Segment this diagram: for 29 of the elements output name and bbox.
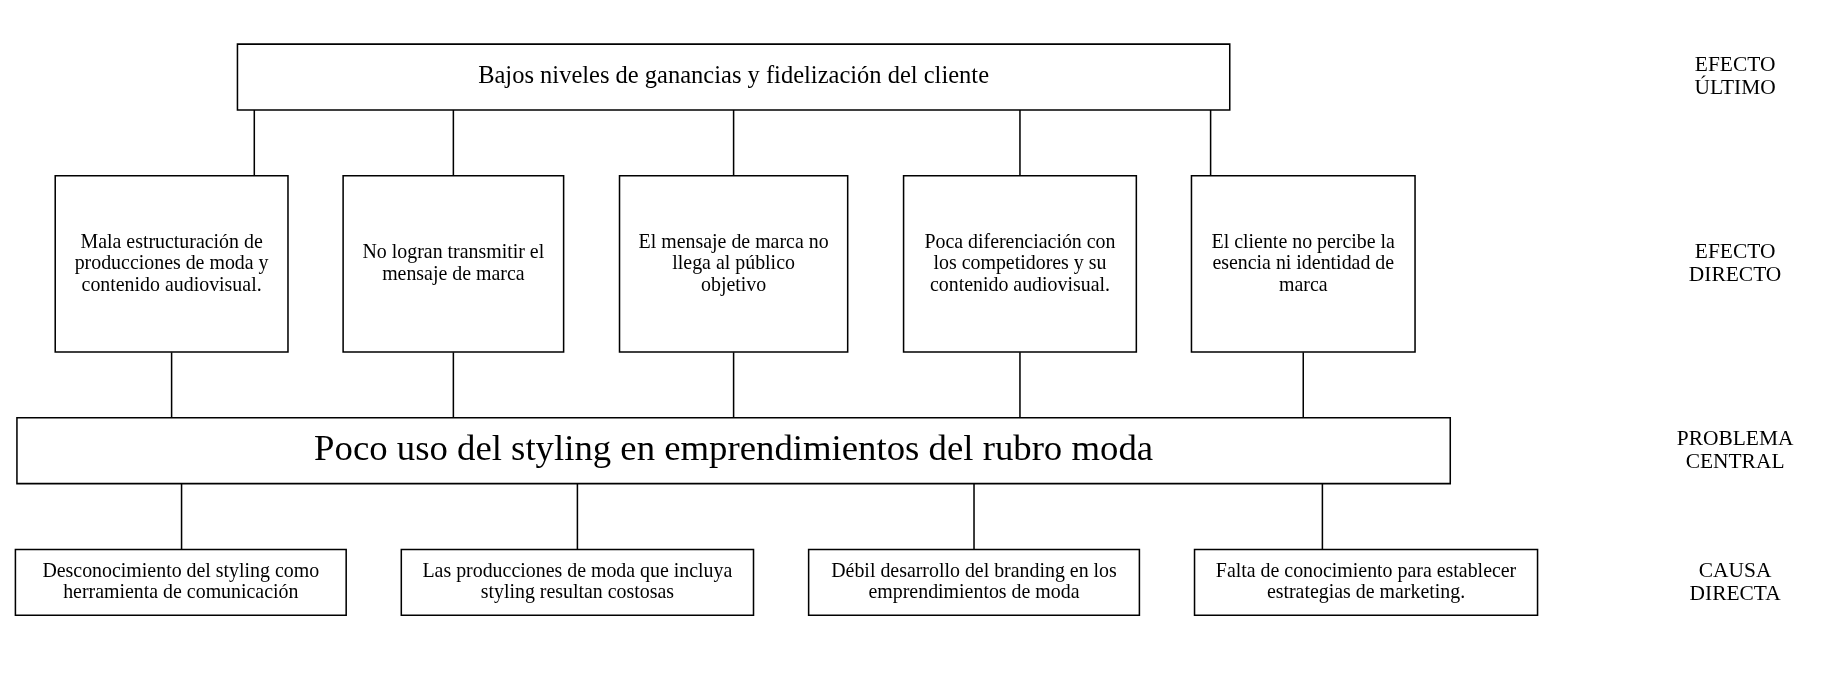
connector <box>1302 351 1304 419</box>
label: PROBLEMA CENTRAL <box>1676 425 1794 473</box>
node-box: Débil desarrollo del branding en los emprendimientos de moda <box>807 548 1141 617</box>
node-box: Poca diferenciación con los competidores y su contenido audiovisual. <box>902 175 1138 353</box>
label: EFECTO ÚLTIMO <box>1694 52 1776 100</box>
connector <box>732 351 735 419</box>
node-box: Bajos niveles de ganancias y fidelización del cliente <box>236 43 1231 111</box>
connector <box>1209 109 1212 177</box>
connector <box>1019 109 1021 177</box>
connector <box>1321 483 1324 550</box>
connector <box>973 483 975 550</box>
connector <box>732 109 735 177</box>
connector <box>1019 351 1021 419</box>
connector <box>170 351 173 419</box>
connector <box>180 483 183 550</box>
connector <box>253 109 256 177</box>
node-box: Desconocimiento del styling como herramienta de comunicación <box>14 548 347 617</box>
connector <box>452 109 455 177</box>
node-box: Las producciones de moda que incluya styling resultan costosas <box>400 548 755 617</box>
node-box: No logran transmitir el mensaje de marca <box>342 175 565 353</box>
label: EFECTO DIRECTO <box>1688 239 1782 287</box>
node-box: El mensaje de marca no llega al público objetivo <box>618 175 849 353</box>
node-box: Mala estructuración de producciones de moda y contenido audiovisual. <box>54 175 289 353</box>
node-box: Falta de conocimiento para establecer estrategias de marketing. <box>1193 548 1539 617</box>
node-box: Poco uso del styling en emprendimientos del rubro moda <box>16 417 1452 485</box>
connector <box>576 483 579 550</box>
connector <box>452 351 455 419</box>
label: CAUSA DIRECTA <box>1689 557 1781 605</box>
node-box: El cliente no percibe la esencia ni identidad de marca <box>1190 175 1416 353</box>
